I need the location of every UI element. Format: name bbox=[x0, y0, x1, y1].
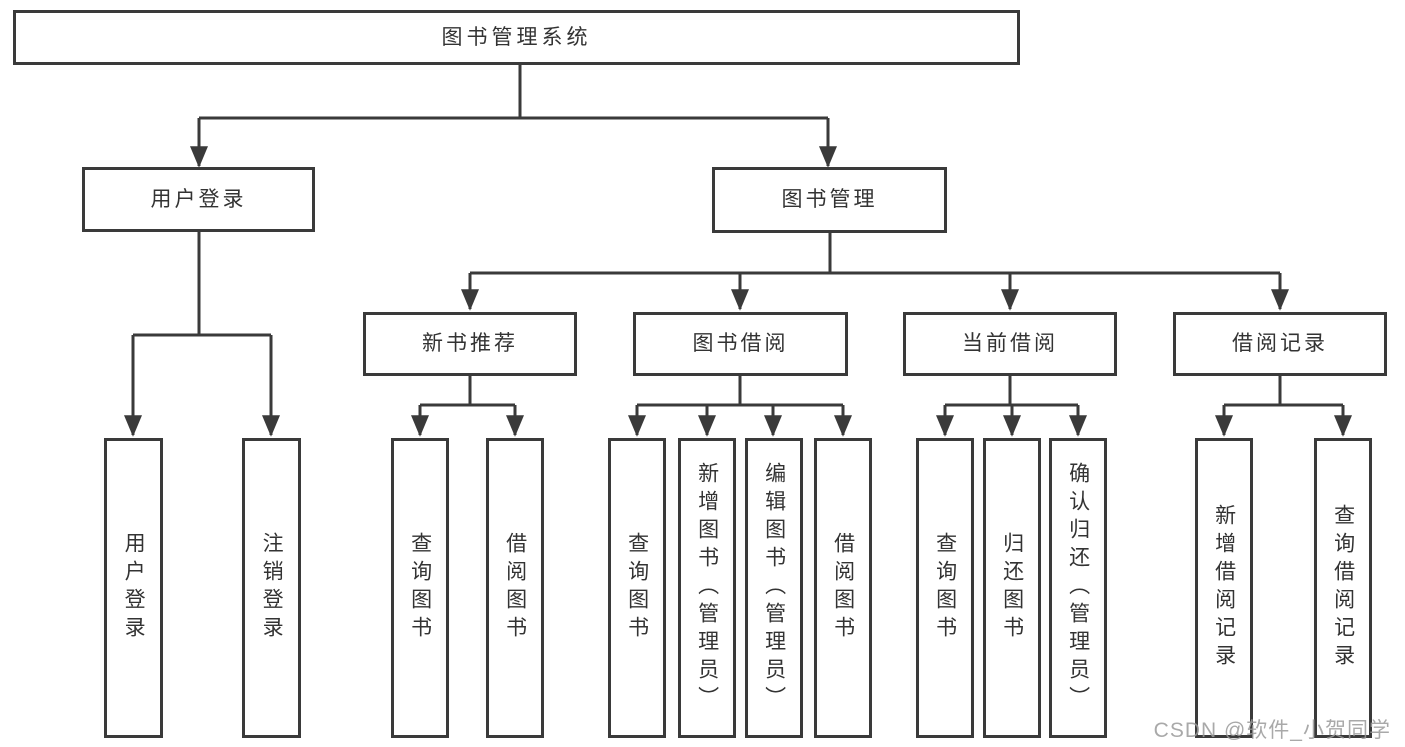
connector-book-borrow-split bbox=[637, 376, 843, 407]
connector-current-borrow-split bbox=[945, 376, 1078, 407]
node-leaf-cb-confirm-return-admin: 确认归还（管理员） bbox=[1049, 438, 1107, 738]
node-new-book-recommend: 新书推荐 bbox=[363, 312, 577, 376]
csdn-watermark: CSDN @软件_小贺同学 bbox=[1153, 719, 1391, 742]
node-system-root: 图书管理系统 bbox=[13, 10, 1020, 65]
node-leaf-br-add-record: 新增借阅记录 bbox=[1195, 438, 1253, 738]
node-leaf-bb-query-book: 查询图书 bbox=[608, 438, 666, 738]
connector-root-split bbox=[199, 65, 828, 120]
node-leaf-br-query-record: 查询借阅记录 bbox=[1314, 438, 1372, 738]
node-book-management: 图书管理 bbox=[712, 167, 947, 233]
connector-book-mgmt-split bbox=[470, 233, 1280, 275]
node-leaf-bb-borrow-book: 借阅图书 bbox=[814, 438, 872, 738]
node-leaf-nb-borrow-book: 借阅图书 bbox=[486, 438, 544, 738]
node-leaf-cb-query-book: 查询图书 bbox=[916, 438, 974, 738]
node-book-borrowing: 图书借阅 bbox=[633, 312, 848, 376]
connector-user-login-split bbox=[133, 232, 271, 337]
node-leaf-bb-edit-book-admin: 编辑图书（管理员） bbox=[745, 438, 803, 738]
node-leaf-bb-add-book-admin: 新增图书（管理员） bbox=[678, 438, 736, 738]
node-borrowing-records: 借阅记录 bbox=[1173, 312, 1387, 376]
node-leaf-logout: 注销登录 bbox=[242, 438, 301, 738]
node-current-borrowing: 当前借阅 bbox=[903, 312, 1117, 376]
connector-borrow-record-split bbox=[1224, 376, 1343, 407]
connector-new-book-split bbox=[420, 376, 515, 407]
node-leaf-cb-return-book: 归还图书 bbox=[983, 438, 1041, 738]
node-leaf-user-login: 用户登录 bbox=[104, 438, 163, 738]
node-user-login: 用户登录 bbox=[82, 167, 315, 232]
node-leaf-nb-query-book: 查询图书 bbox=[391, 438, 449, 738]
